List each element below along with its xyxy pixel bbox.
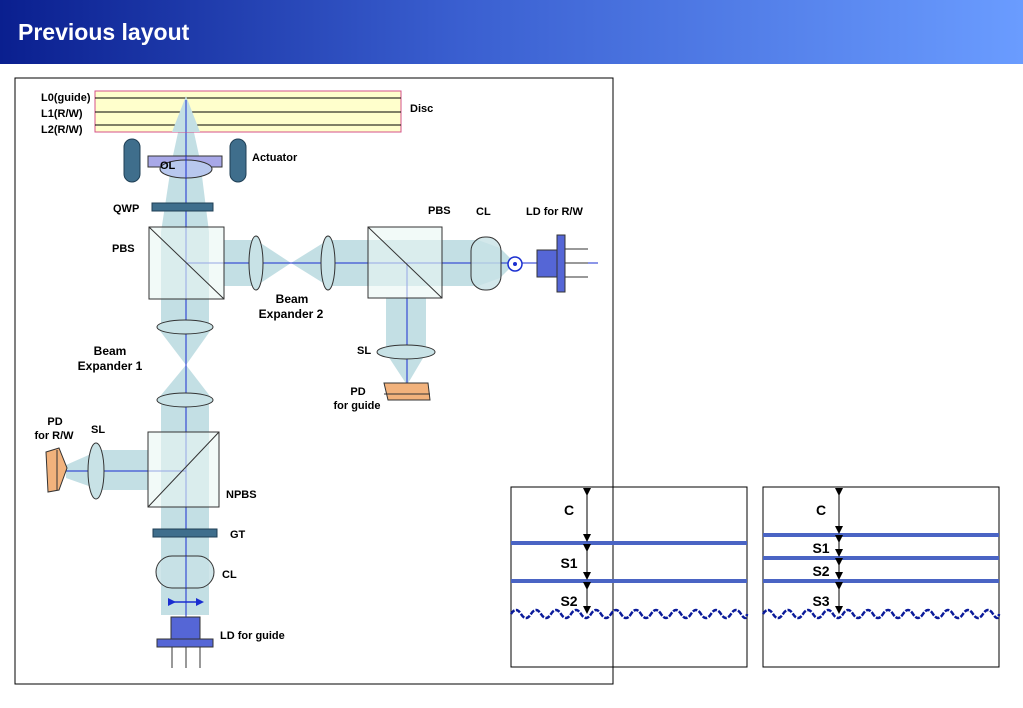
disc-label: Disc bbox=[410, 103, 433, 115]
disc bbox=[94, 90, 402, 133]
layer-label: C bbox=[564, 502, 574, 518]
cl-bottom-label: CL bbox=[222, 569, 237, 581]
pd-guide bbox=[383, 382, 431, 401]
ld-rw-label: LD for R/W bbox=[526, 206, 583, 218]
objective-lens bbox=[147, 155, 223, 179]
sl-rw-label: SL bbox=[91, 424, 105, 436]
gt-label: GT bbox=[230, 529, 246, 541]
sensor-lens-guide bbox=[376, 344, 436, 360]
disc-layer-label: L1(R/W) bbox=[41, 108, 83, 120]
pbs-right-label: PBS bbox=[428, 205, 451, 217]
disc-layer-label: L2(R/W) bbox=[41, 124, 83, 136]
title-bar: Previous layout bbox=[0, 0, 1023, 64]
beam-expander-1-label: Beam bbox=[94, 344, 127, 358]
layer-stack-a bbox=[509, 486, 749, 668]
layer-label: S3 bbox=[812, 593, 829, 609]
actuator-label: Actuator bbox=[252, 152, 298, 164]
expander2-lens bbox=[320, 235, 336, 291]
layer-label: S1 bbox=[560, 555, 577, 571]
ld-guide-label: LD for guide bbox=[220, 630, 285, 642]
layer-label: S2 bbox=[812, 563, 829, 579]
ol-label: OL bbox=[160, 160, 176, 172]
actuator bbox=[123, 138, 247, 183]
sl-guide-label: SL bbox=[357, 345, 371, 357]
npbs-label: NPBS bbox=[226, 489, 257, 501]
grating-gt bbox=[152, 528, 218, 538]
layer-label: S1 bbox=[812, 540, 829, 556]
expander1-lens bbox=[156, 392, 214, 408]
expander2-lens bbox=[248, 235, 264, 291]
slide-title: Previous layout bbox=[18, 19, 190, 45]
pd-rw-label: for R/W bbox=[34, 430, 74, 442]
pd-guide-label: PD bbox=[350, 386, 365, 398]
pbs-right bbox=[367, 226, 443, 299]
cl-right-label: CL bbox=[476, 206, 491, 218]
layer-label: S2 bbox=[560, 593, 577, 609]
diagram-frame bbox=[14, 77, 614, 685]
beam-expander-1-label: Expander 1 bbox=[78, 359, 143, 373]
collimator-lens-bottom bbox=[155, 555, 215, 589]
expander1-lens bbox=[156, 319, 214, 335]
qwp bbox=[151, 202, 214, 212]
pd-rw-label: PD bbox=[47, 416, 62, 428]
npbs bbox=[147, 431, 220, 508]
layer-label: C bbox=[816, 502, 826, 518]
layer-stack-b bbox=[761, 486, 1001, 668]
collimator-lens-right bbox=[470, 236, 502, 291]
qwp-label: QWP bbox=[113, 203, 139, 215]
beam-expander-2-label: Expander 2 bbox=[259, 307, 324, 321]
ld-guide bbox=[156, 616, 214, 668]
disc-layer-label: L0(guide) bbox=[41, 92, 91, 104]
pbs-left-label: PBS bbox=[112, 243, 135, 255]
pbs-left bbox=[148, 226, 225, 300]
beam-expander-2-label: Beam bbox=[276, 292, 309, 306]
pd-guide-label: for guide bbox=[333, 400, 380, 412]
ld-rw bbox=[536, 234, 588, 293]
sensor-lens-rw bbox=[87, 442, 105, 500]
